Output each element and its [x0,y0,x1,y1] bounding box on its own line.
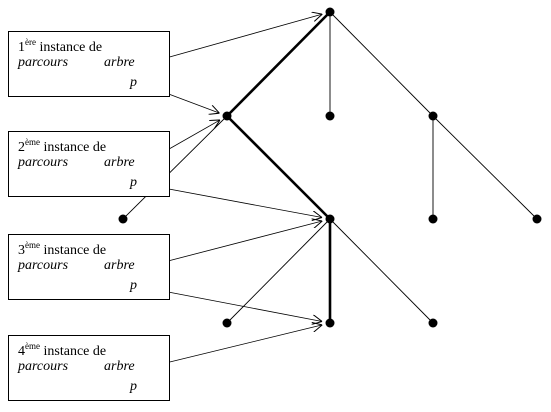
var-arbre: arbre [104,155,135,170]
tree-node-a1 [118,214,128,224]
var-p: p [130,75,137,90]
instance-ordinal-suffix: ème [25,341,40,351]
pointer-arrow-4-arbre [140,325,322,370]
tree-node-a2z [428,318,438,328]
var-arbre: arbre [104,359,135,374]
tree-node-c [428,111,438,121]
tree-node-c2 [532,214,542,224]
instance-box-3: 3ème instance de parcours arbre p [8,234,170,300]
instance-title-text: instance de [40,344,107,359]
var-parcours: parcours [18,359,69,374]
pointer-arrow-1-arbre [140,14,322,66]
instance-title: 2ème instance de [18,137,106,156]
var-p: p [130,379,137,394]
instance-number: 2 [18,140,25,155]
instance-title-text: instance de [36,40,103,55]
instance-number: 4 [18,344,25,359]
tree-nodes [118,7,542,328]
var-p: p [130,175,137,190]
tree-node-a [222,111,232,121]
tree-edge-a2-a2x [226,218,331,324]
tree-node-a2y [325,318,335,328]
instance-ordinal-suffix: ère [25,37,36,47]
instance-title: 3ème instance de [18,240,106,259]
tree-edge-a2-a2z [329,218,434,324]
instance-title-text: instance de [40,243,107,258]
instance-title: 4ème instance de [18,341,106,360]
instance-number: 1 [18,40,25,55]
tree-node-root [325,7,335,17]
tree-edge-a-a1 [122,115,228,220]
tree-edge-root-a [226,11,331,117]
var-parcours: parcours [18,155,69,170]
tree-node-c1 [428,214,438,224]
instance-box-2: 2ème instance de parcours arbre p [8,131,170,197]
instance-ordinal-suffix: ème [25,137,40,147]
tree-node-a2x [222,318,232,328]
instance-number: 3 [18,243,25,258]
tree-edge-a-a2 [226,115,331,220]
instance-box-4: 4ème instance de parcours arbre p [8,335,170,401]
pointer-arrow-3-arbre [140,221,322,269]
instance-title: 1ère instance de [18,37,102,56]
instance-box-1: 1ère instance de parcours arbre p [8,31,170,97]
tree-edge-c-c2 [432,115,538,220]
tree-node-b [325,111,335,121]
tree-edge-root-c [329,11,434,117]
var-p: p [130,278,137,293]
pointer-arrow-2-p [141,183,322,218]
pointer-arrow-3-p [141,286,322,321]
var-arbre: arbre [104,258,135,273]
instance-ordinal-suffix: ème [25,240,40,250]
tree-edges [122,11,538,324]
var-parcours: parcours [18,55,69,70]
var-arbre: arbre [104,55,135,70]
var-parcours: parcours [18,258,69,273]
tree-node-a2 [325,214,335,224]
instance-title-text: instance de [40,140,107,155]
